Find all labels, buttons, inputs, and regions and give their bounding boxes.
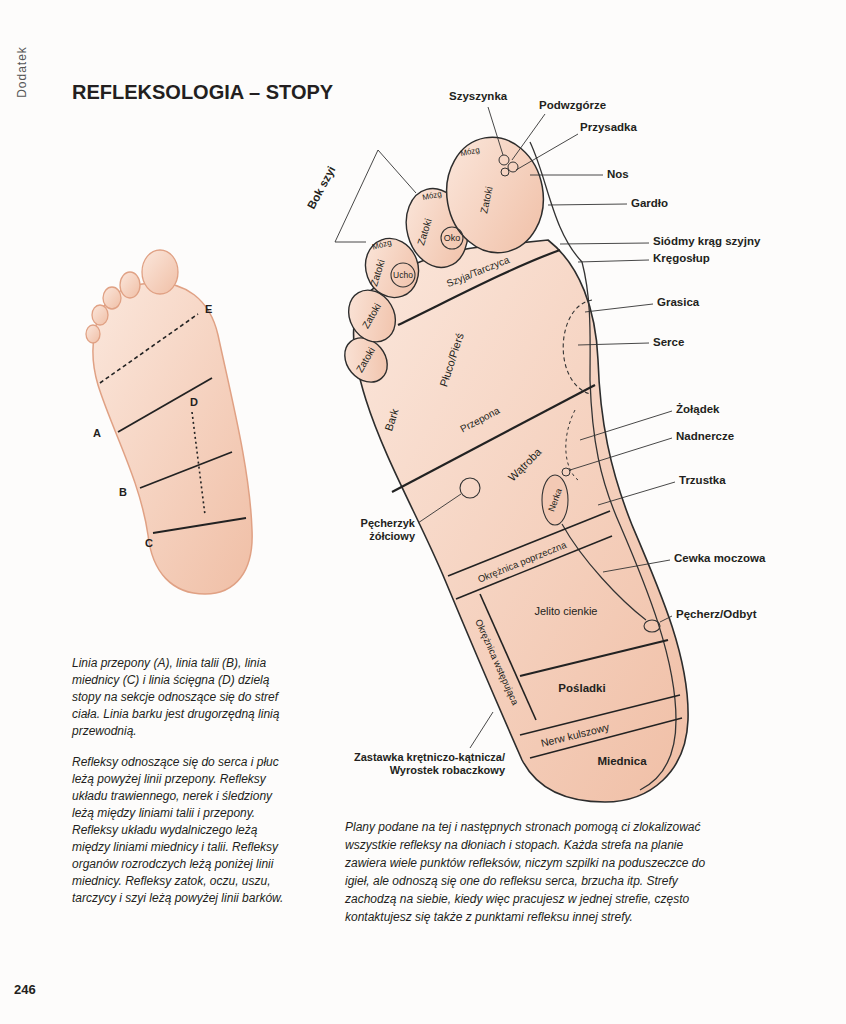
zone-label: Pośladki (558, 682, 605, 696)
node-text: Ucho (393, 270, 413, 280)
node-text: Oko (444, 233, 461, 243)
callout-label: Gardło (631, 197, 668, 211)
circle-node: Ucho (390, 262, 416, 288)
callout-label: Nadnercze (676, 430, 734, 444)
page-number: 246 (14, 982, 36, 998)
note-paragraph: Linia przepony (A), linia talii (B), lin… (72, 655, 294, 740)
callout-label: Trzustka (679, 474, 726, 488)
line-letter: E (205, 303, 212, 316)
callout-label: Bok szyi (305, 164, 339, 212)
callout-label: Siódmy krąg szyjny (653, 235, 760, 249)
callout-label: Nos (607, 168, 629, 182)
callout-label: Zastawka krętniczo-kątnicza/ Wyrostek ro… (315, 751, 505, 777)
callout-label: Pęcherz/Odbyt (676, 608, 757, 622)
caption: Plany podane na tej i następnych stronac… (345, 818, 717, 926)
page-title: REFLEKSOLOGIA – STOPY (72, 80, 333, 104)
line-letter: A (93, 427, 101, 440)
callout-label: Szyszynka (449, 90, 507, 104)
zone-label: Miednica (597, 755, 646, 769)
callout-label: Cewka moczowa (674, 552, 765, 566)
line-letter: C (145, 537, 153, 550)
large-foot (336, 130, 688, 802)
node-shape (542, 475, 568, 525)
leader-lines (335, 107, 675, 748)
small-foot (86, 250, 252, 594)
callout-label: Grasica (657, 296, 699, 310)
note-paragraph: Refleksy odnoszące się do serca i płuc l… (72, 754, 294, 907)
section-tab: Dodatek (15, 46, 29, 98)
callout-label: Przysadka (580, 121, 637, 135)
line-letter: D (190, 396, 198, 409)
node-shape (441, 227, 463, 249)
kidney-node: Nerka (541, 474, 569, 526)
line-letter: B (119, 486, 127, 499)
zone-label: Jelito cienkie (531, 605, 601, 618)
callout-label: Podwzgórze (539, 99, 606, 113)
node-shape (391, 263, 415, 287)
circle-node: Oko (440, 226, 464, 250)
callout-label: Żołądek (676, 403, 719, 417)
callout-label: Serce (653, 336, 684, 350)
callout-label: Pęcherzyk żółciowy (345, 517, 415, 543)
callout-label: Kręgosłup (653, 252, 710, 266)
